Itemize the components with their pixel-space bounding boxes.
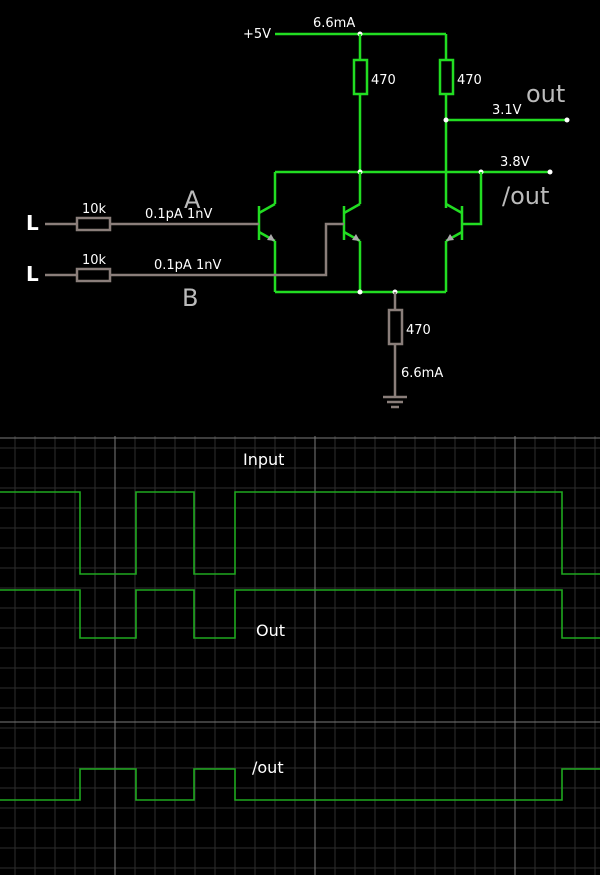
- oscilloscope-panel: Input Out /out: [0, 436, 600, 875]
- input-a-resistor-label: 10k: [82, 202, 107, 217]
- nout-terminal[interactable]: [547, 169, 553, 175]
- scope-grid: [0, 436, 600, 875]
- input-b-reading: 0.1pA 1nV: [154, 258, 221, 273]
- transistor-reference[interactable]: [444, 202, 464, 292]
- emitter-resistor-label: 470: [406, 323, 431, 338]
- collector-resistor-b[interactable]: [438, 58, 455, 96]
- trace-input: [0, 491, 600, 575]
- reference-base-wire: [462, 172, 483, 226]
- trace-label-nout: /out: [252, 758, 284, 777]
- supply-label: +5V: [243, 27, 271, 42]
- nout-label: /out: [502, 182, 549, 210]
- input-a-reading: 0.1pA 1nV: [145, 207, 212, 222]
- out-voltage-label: 3.1V: [492, 103, 522, 118]
- out-label: out: [526, 80, 565, 108]
- input-a-resistor[interactable]: [75, 216, 112, 232]
- transistor-b[interactable]: [342, 172, 362, 292]
- out-node-dot: [443, 117, 449, 123]
- nout-voltage-label: 3.8V: [500, 155, 530, 170]
- emitter-node-dot-b: [357, 289, 363, 295]
- collector-resistor-a[interactable]: [352, 58, 369, 96]
- trace-nout: [0, 768, 600, 801]
- collector-resistor-b-label: 470: [457, 73, 482, 88]
- input-a-state[interactable]: L: [26, 211, 39, 235]
- tail-current-label: 6.6mA: [401, 366, 443, 381]
- input-b-wire-right: [110, 222, 344, 277]
- ground-icon: [383, 395, 407, 409]
- input-b-resistor-label: 10k: [82, 253, 107, 268]
- trace-label-out: Out: [256, 621, 285, 640]
- input-b-resistor[interactable]: [75, 267, 112, 283]
- emitter-resistor[interactable]: [387, 308, 404, 346]
- input-b-state[interactable]: L: [26, 262, 39, 286]
- trace-label-input: Input: [243, 450, 284, 469]
- circuit-schematic: +5V 6.6mA 470 470 3.1V out 3.8V /out: [26, 16, 570, 409]
- supply-current-label: 6.6mA: [313, 16, 355, 31]
- out-terminal[interactable]: [564, 117, 570, 123]
- input-b-name: B: [182, 284, 198, 312]
- scope-traces: [0, 491, 600, 801]
- trace-out: [0, 589, 600, 639]
- collector-resistor-a-label: 470: [371, 73, 396, 88]
- input-a-name: A: [184, 186, 201, 214]
